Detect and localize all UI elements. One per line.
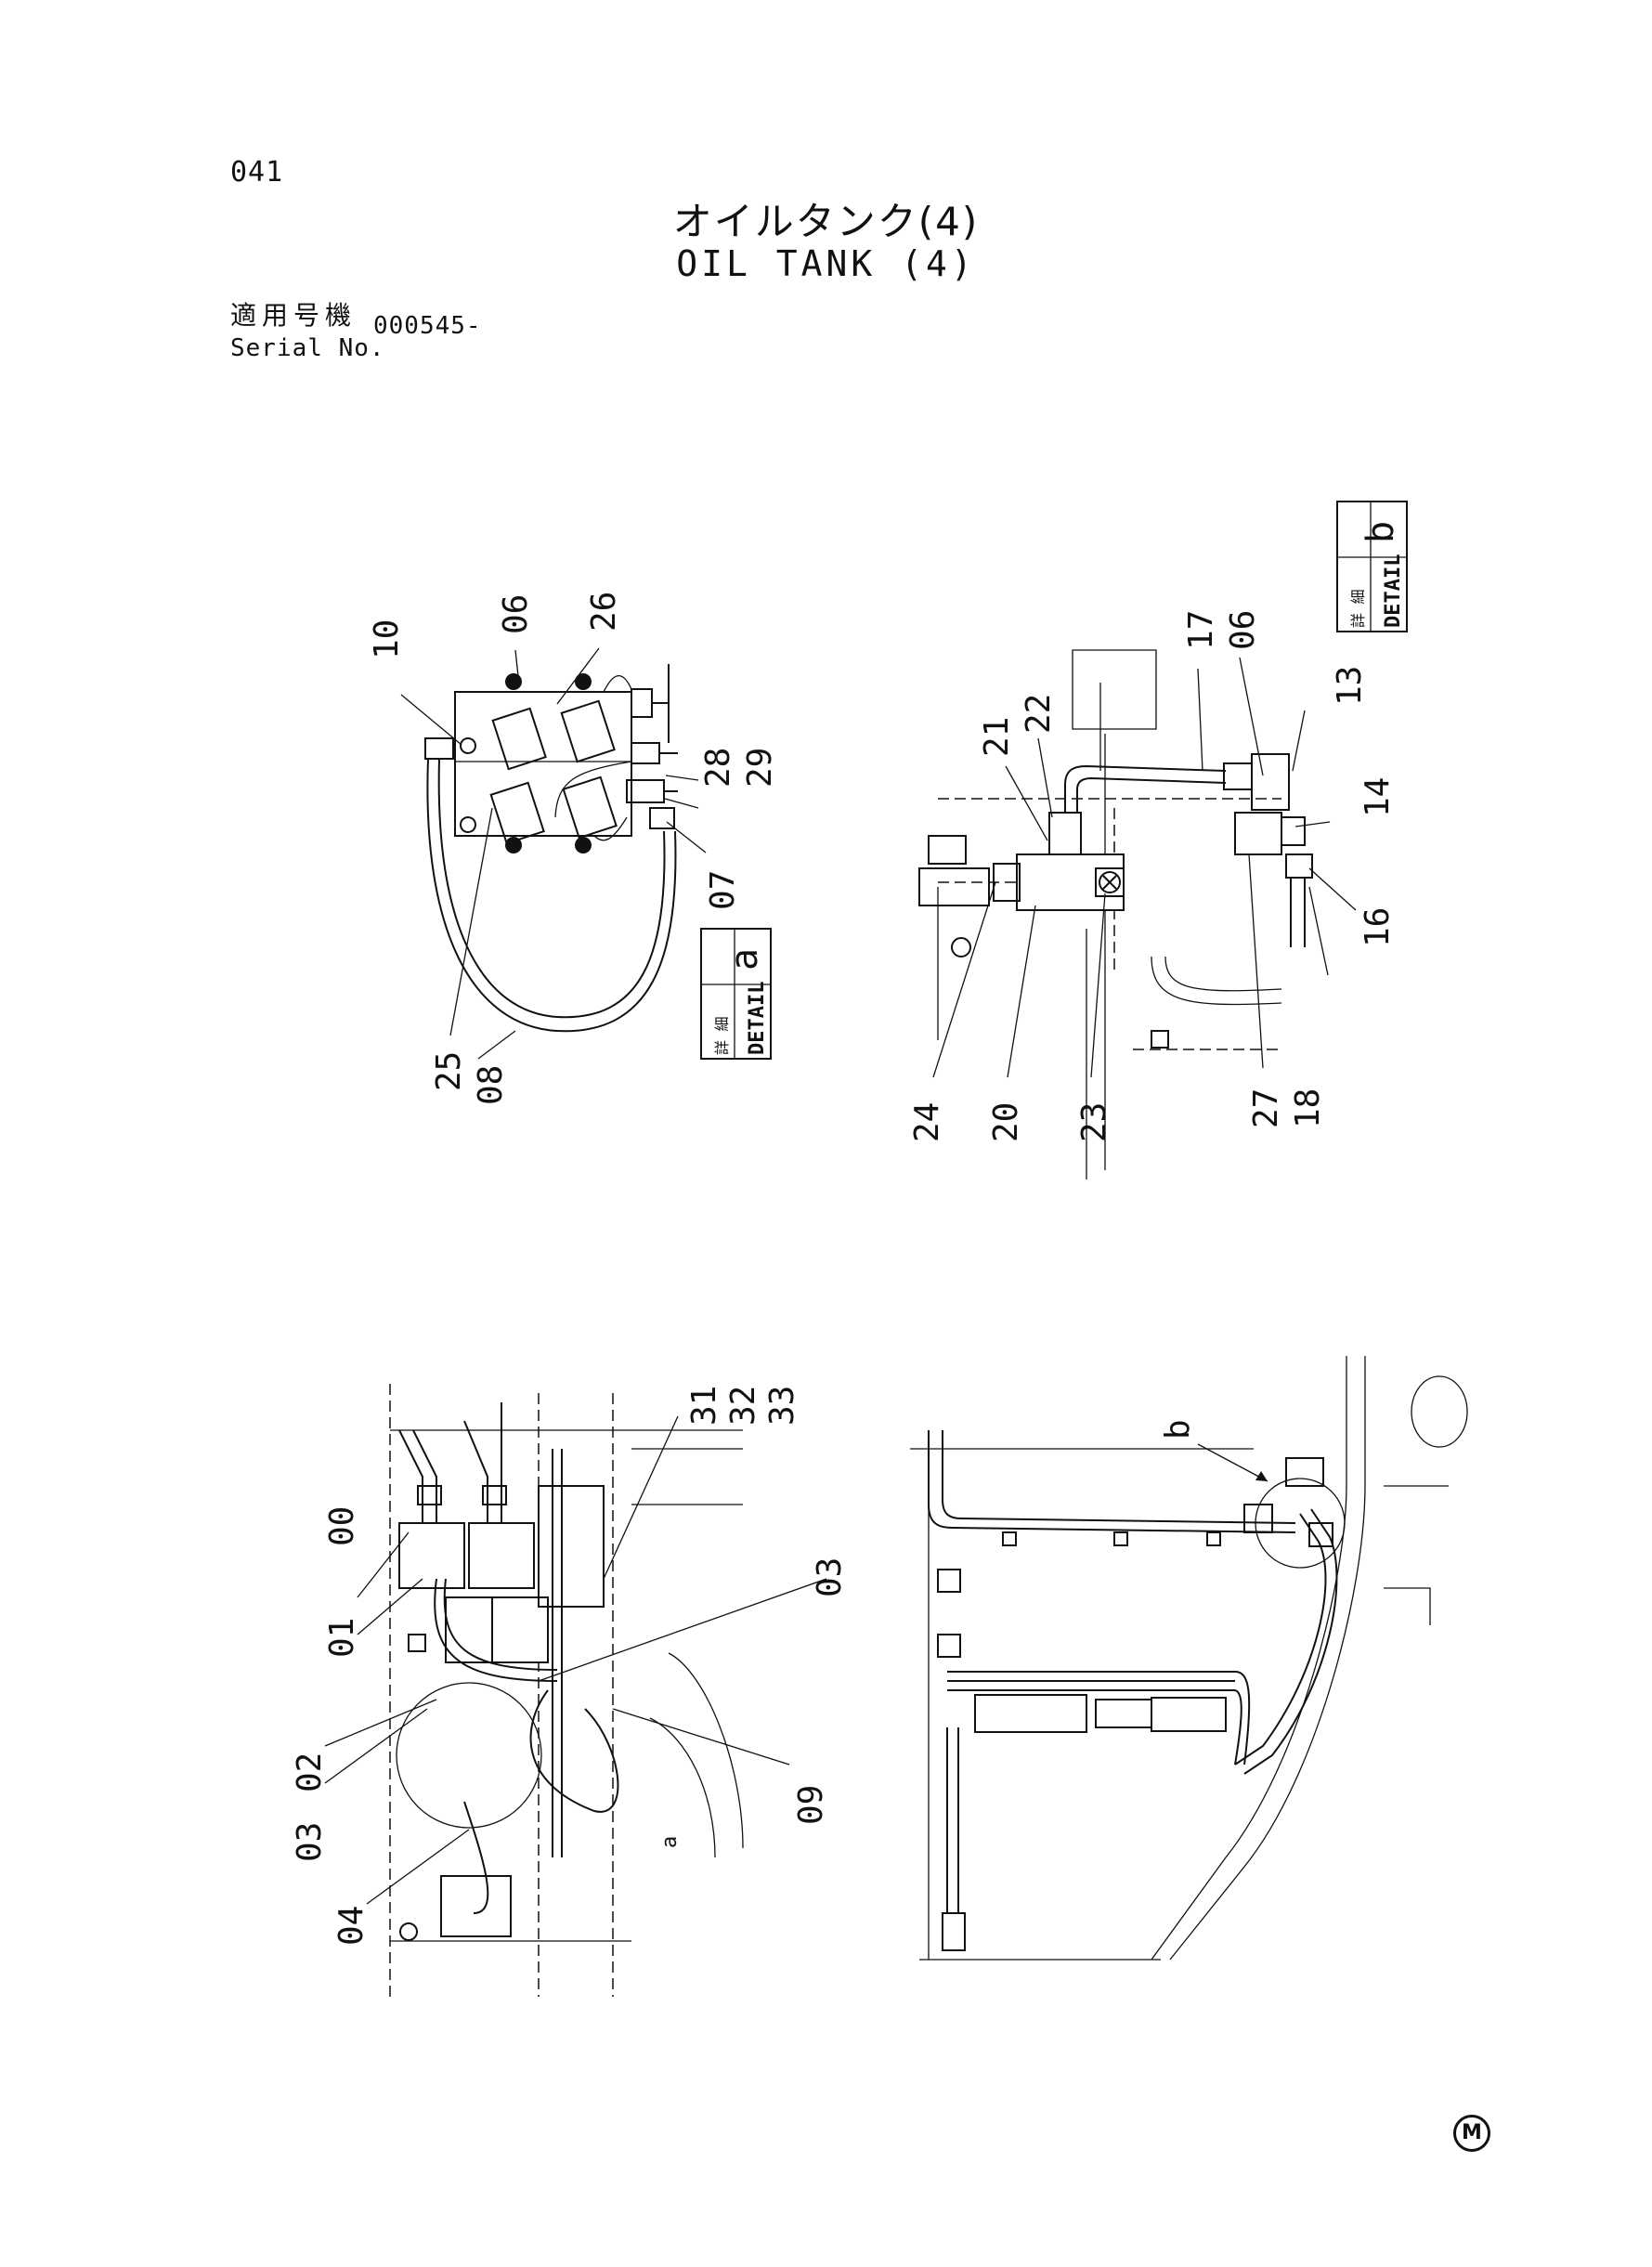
callout-b-21: 21 [978, 717, 1016, 757]
side-view-drawing: b [910, 1356, 1468, 1961]
page-number: 041 [230, 156, 284, 189]
detail-b-label-jp: 詳 細 [1349, 589, 1367, 628]
callout-b-16: 16 [1359, 907, 1397, 947]
detail-a-letter: a [723, 948, 766, 971]
callout-b-17: 17 [1182, 610, 1220, 650]
callout-plan-33: 33 [763, 1386, 801, 1426]
serial-number-value: 000545- [373, 312, 482, 340]
serial-label-japanese: 適用号機 [230, 300, 358, 331]
callout-plan-01: 01 [323, 1618, 361, 1658]
callout-b-24: 24 [908, 1102, 946, 1142]
callout-a-26: 26 [585, 592, 623, 632]
title-japanese: オイルタンク(4) [672, 199, 980, 244]
side-detail-ref-b: b [1159, 1419, 1197, 1440]
callout-a-25: 25 [430, 1051, 468, 1091]
plan-view-drawing: 00 01 02 03 03 04 31 32 33 09 a [291, 1384, 849, 1997]
detail-a-label-jp: 詳 細 [713, 1016, 731, 1055]
callout-b-27: 27 [1247, 1088, 1285, 1128]
callout-a-08: 08 [472, 1065, 510, 1105]
callout-a-28: 28 [699, 748, 737, 788]
callout-a-06: 06 [497, 594, 535, 634]
callout-b-23: 23 [1075, 1102, 1113, 1142]
callout-plan-03-right: 03 [811, 1557, 849, 1597]
callout-plan-09: 09 [792, 1785, 830, 1825]
callout-a-07: 07 [704, 870, 742, 910]
callout-a-29: 29 [741, 748, 779, 788]
callout-plan-04: 04 [332, 1906, 371, 1946]
callout-b-06: 06 [1224, 610, 1262, 650]
callout-plan-02: 02 [291, 1752, 329, 1792]
detail-a-label: DETAIL [746, 982, 769, 1055]
callout-plan-03-left: 03 [291, 1822, 329, 1862]
detail-a-drawing: 10 06 26 28 29 07 25 08 詳 細 DETAIL a [368, 592, 779, 1105]
callout-plan-31: 31 [685, 1386, 723, 1426]
callout-b-18: 18 [1289, 1088, 1327, 1128]
serial-label-english: Serial No. [230, 334, 385, 362]
detail-b-letter: b [1359, 521, 1402, 543]
callout-b-20: 20 [987, 1102, 1025, 1142]
callout-b-22: 22 [1020, 694, 1058, 734]
detail-b-label: DETAIL [1382, 554, 1405, 628]
callout-b-14: 14 [1359, 777, 1397, 817]
detail-b-drawing: 22 21 17 06 13 14 16 24 20 23 27 18 詳 細 … [908, 501, 1408, 1179]
callout-a-10: 10 [368, 619, 406, 659]
callout-b-13: 13 [1331, 666, 1369, 706]
manufacturer-mark: M [1453, 2115, 1490, 2152]
title-english: OIL TANK (4) [676, 243, 976, 284]
callout-plan-00: 00 [323, 1506, 361, 1546]
callout-plan-32: 32 [724, 1386, 762, 1426]
plan-detail-ref-a: a [658, 1836, 682, 1848]
